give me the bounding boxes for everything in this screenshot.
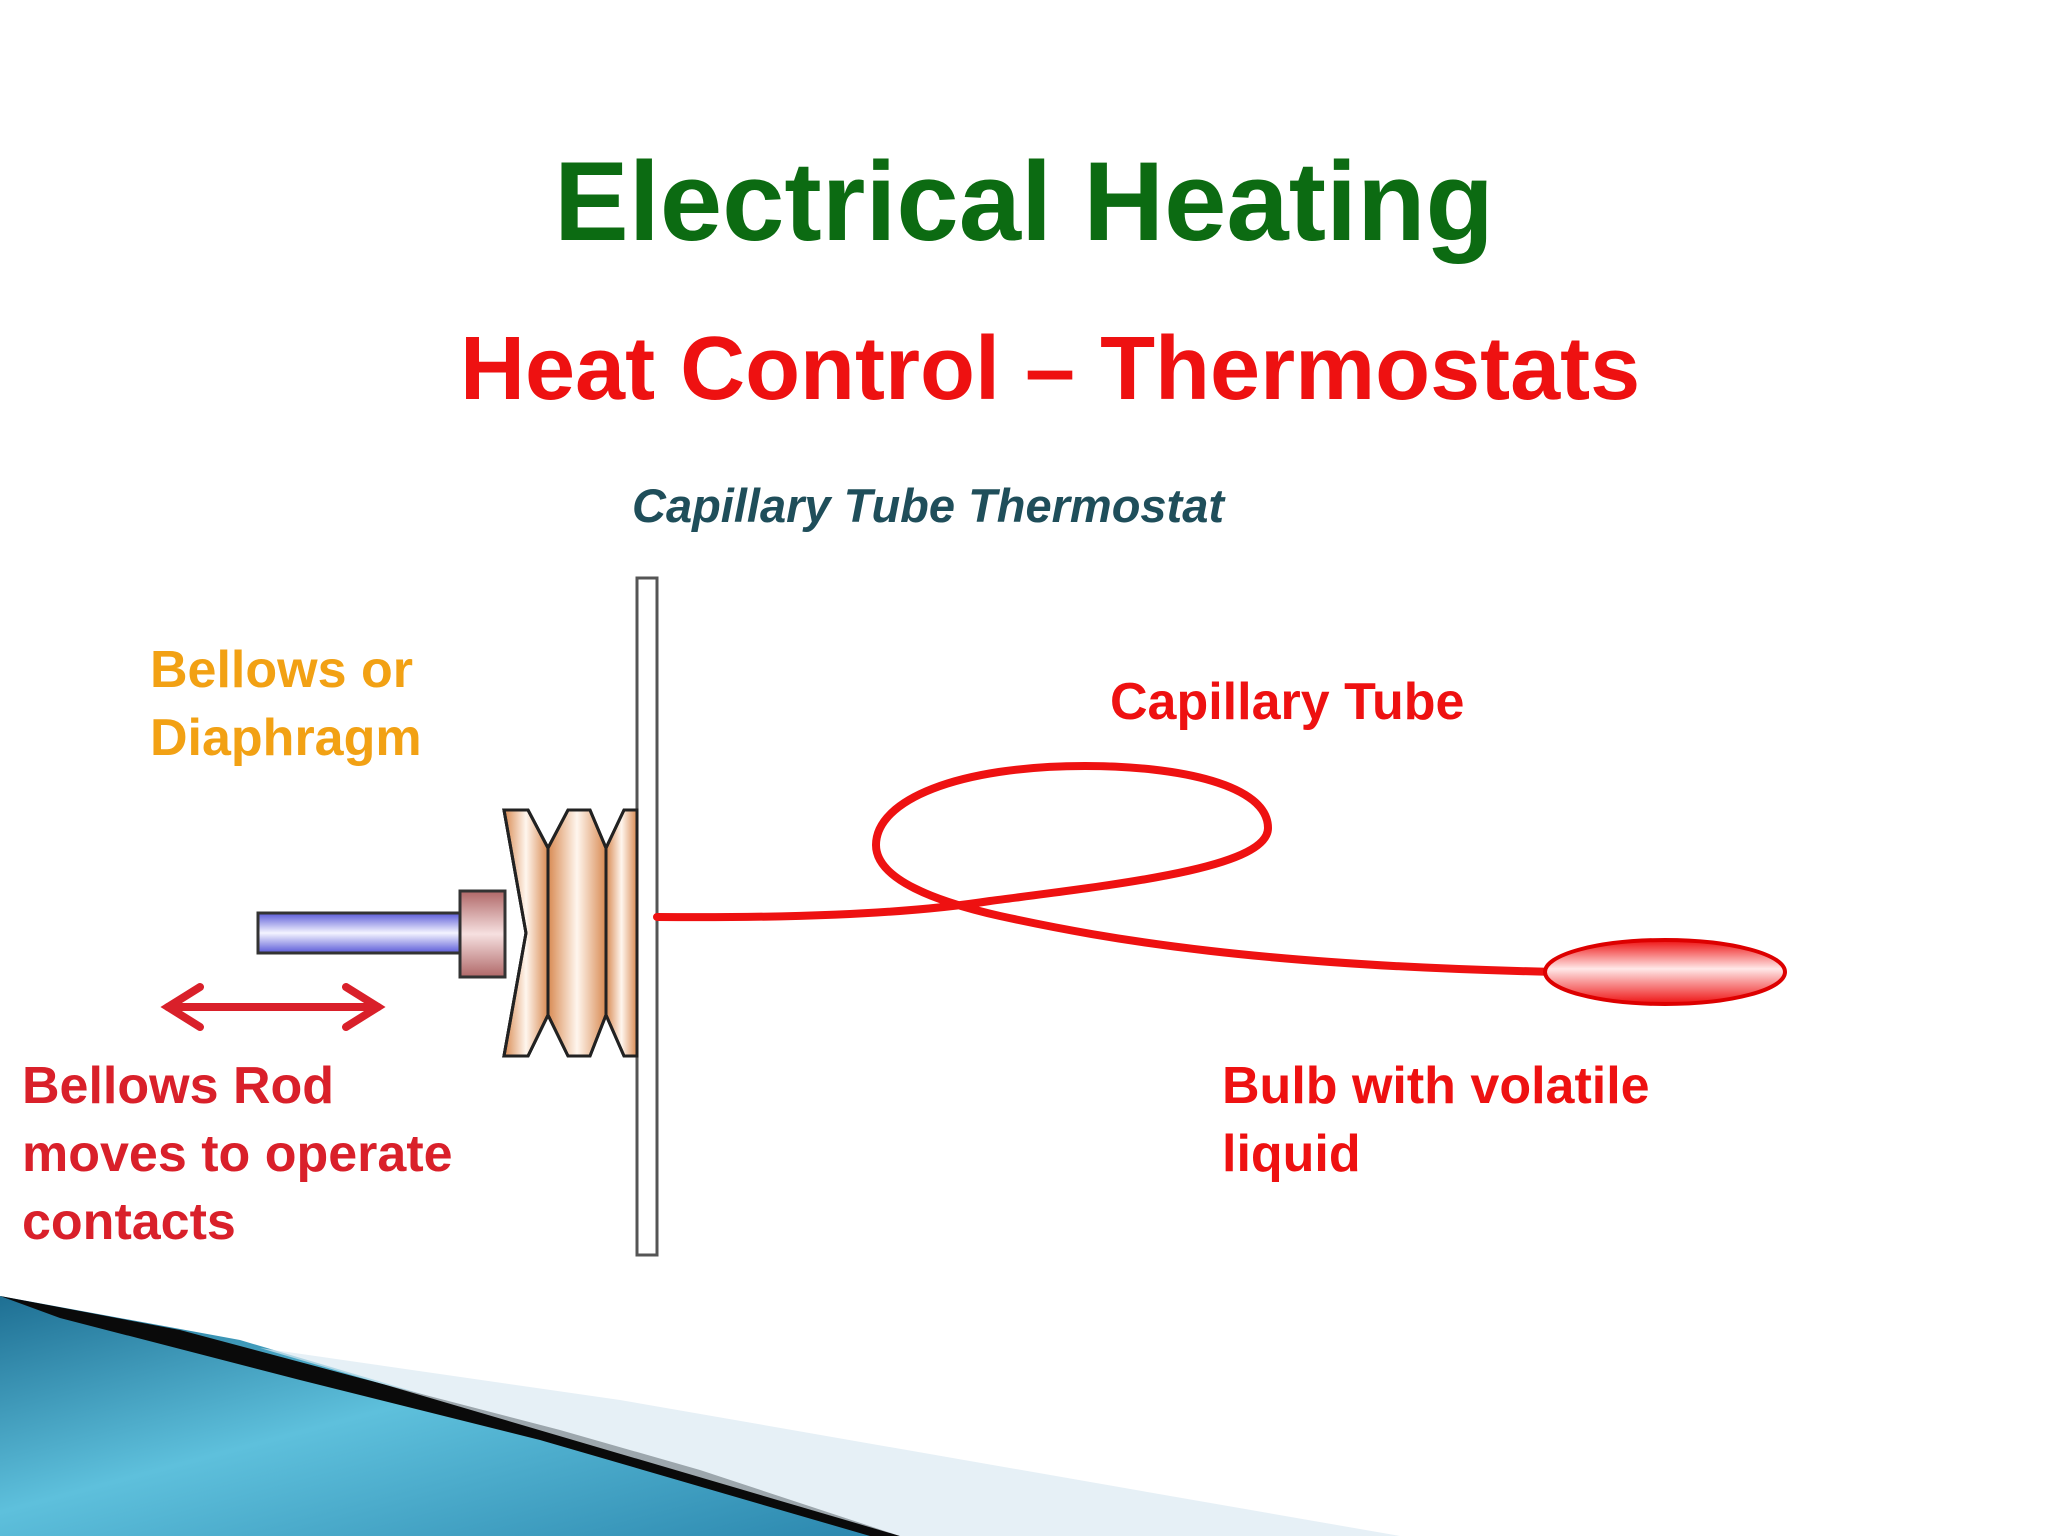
label-line: moves to operate xyxy=(22,1125,453,1183)
label-line: Bellows or xyxy=(150,641,413,699)
label-line: contacts xyxy=(22,1193,236,1251)
label-bulb: Bulb with volatile liquid xyxy=(1222,1052,1650,1188)
label-line: liquid xyxy=(1222,1125,1361,1183)
diagram-caption: Capillary Tube Thermostat xyxy=(632,479,1224,532)
bellows-collar xyxy=(458,889,507,979)
label-capillary-tube: Capillary Tube xyxy=(1110,668,1464,736)
label-line: Diaphragm xyxy=(150,709,422,767)
bellows-rod xyxy=(256,911,465,955)
label-line: Bulb with volatile xyxy=(1222,1057,1650,1115)
slide-subtitle: Heat Control – Thermostats xyxy=(460,319,1641,419)
label-bellows-rod: Bellows Rod moves to operate contacts xyxy=(22,1052,453,1256)
slide-title: Electrical Heating xyxy=(554,139,1494,264)
capillary-tube xyxy=(653,761,1564,976)
label-bellows: Bellows or Diaphragm xyxy=(150,636,422,772)
label-line: Bellows Rod xyxy=(22,1057,335,1115)
bulb xyxy=(1543,938,1787,1006)
decorative-swoosh xyxy=(0,1296,1400,1536)
bellows xyxy=(502,808,639,1058)
double-arrow-icon xyxy=(160,983,386,1031)
label-line: Capillary Tube xyxy=(1110,673,1465,731)
